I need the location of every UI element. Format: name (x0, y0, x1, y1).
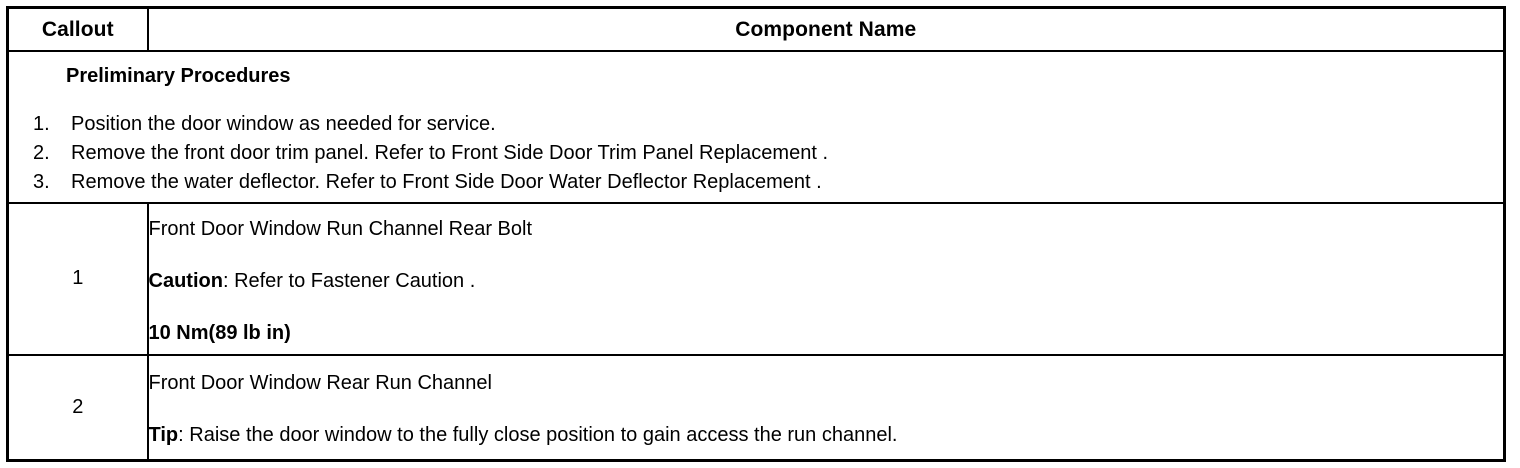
column-header-component-name: Component Name (146, 6, 1506, 52)
preliminary-procedures-title: Preliminary Procedures (66, 64, 291, 87)
tip-separator: : (178, 424, 190, 447)
tip-note: Tip: Raise the door window to the fully … (149, 422, 1504, 448)
table-row: 1 Front Door Window Run Channel Rear Bol… (6, 201, 1506, 356)
list-item: 1. Position the door window as needed fo… (9, 110, 1503, 139)
callout-component-table: Callout Component Name Preliminary Proce… (6, 6, 1506, 462)
component-name-text: Front Door Window Run Channel Rear Bolt (148, 217, 533, 240)
torque-spec: 10 Nm(89 lb in) (149, 320, 1504, 346)
preliminary-procedures-row: Preliminary Procedures 1. Position the d… (6, 50, 1506, 204)
component-name-text: Front Door Window Rear Run Channel (148, 372, 493, 395)
step-text: Remove the water deflector. Refer to Fro… (71, 170, 822, 193)
step-number: 2. (33, 141, 50, 164)
list-item: 2. Remove the front door trim panel. Ref… (9, 139, 1503, 168)
step-number: 3. (33, 170, 50, 193)
torque-value: 10 Nm(89 lb in) (148, 321, 291, 344)
column-header-callout: Callout (6, 6, 149, 52)
step-number: 1. (33, 112, 50, 135)
tip-label: Tip (148, 424, 179, 447)
caution-text: Refer to Fastener Caution . (234, 269, 476, 292)
caution-note: Caution: Refer to Fastener Caution . (149, 268, 1504, 294)
callout-number: 1 (6, 201, 149, 356)
tip-text: Raise the door window to the fully close… (189, 424, 898, 447)
step-text: Remove the front door trim panel. Refer … (71, 141, 829, 164)
callout-number: 2 (6, 353, 149, 462)
list-item: 3. Remove the water deflector. Refer to … (9, 168, 1503, 197)
caution-separator: : (222, 269, 235, 292)
component-description-cell: Front Door Window Rear Run Channel Tip: … (146, 353, 1506, 462)
preliminary-steps-list: 1. Position the door window as needed fo… (9, 110, 1503, 197)
table-row: 2 Front Door Window Rear Run Channel Tip… (6, 353, 1506, 462)
caution-label: Caution (148, 269, 223, 292)
table-header-row: Callout Component Name (6, 6, 1506, 52)
component-description-cell: Front Door Window Run Channel Rear Bolt … (146, 201, 1506, 356)
preliminary-procedures-cell: Preliminary Procedures 1. Position the d… (6, 50, 1506, 204)
step-text: Position the door window as needed for s… (71, 112, 496, 135)
